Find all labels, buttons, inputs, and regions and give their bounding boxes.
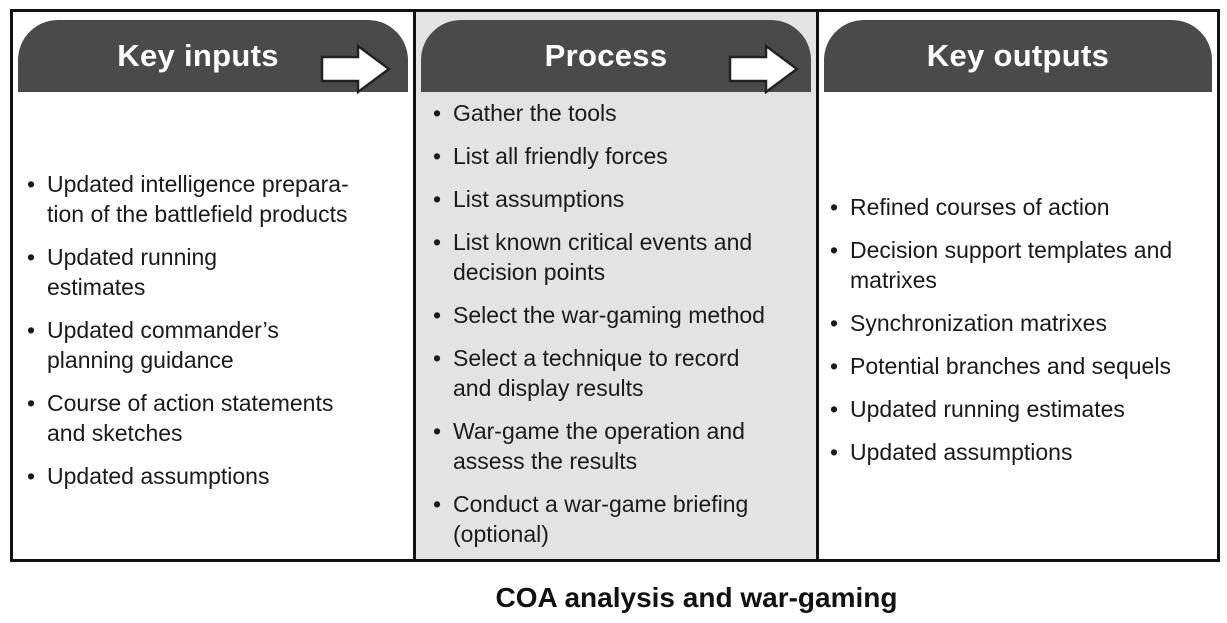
- item-text: Updated assumptions: [850, 439, 1073, 465]
- column-title: Key outputs: [926, 38, 1110, 73]
- list-item: • List all friendly forces: [433, 141, 813, 171]
- column-title: Process: [544, 38, 668, 73]
- item-text: List all friendly forces: [453, 143, 668, 169]
- bullet: •: [830, 237, 839, 263]
- figure-caption: COA analysis and war-gaming: [495, 582, 898, 613]
- bullet: •: [27, 463, 36, 489]
- list-item: • Updated intelligence prepara-tion of th…: [27, 169, 407, 229]
- column-key-inputs: Key inputs • Updated intelligence prepara…: [13, 12, 416, 559]
- bullet: •: [830, 310, 839, 336]
- bullet: •: [433, 186, 442, 212]
- list-item: • Conduct a war-game briefing(optional): [433, 489, 813, 549]
- item-list: • Refined courses of action • Decision sup…: [830, 192, 1220, 480]
- item-text: Gather the tools: [453, 100, 617, 126]
- bullet: •: [27, 244, 36, 270]
- list-item: • Potential branches and sequels: [830, 351, 1220, 381]
- bullet: •: [433, 418, 442, 444]
- bullet: •: [830, 194, 839, 220]
- bullet: •: [830, 396, 839, 422]
- list-item: • Synchronization matrixes: [830, 308, 1220, 338]
- column-process: Process • Gather the tools • List all frie…: [416, 12, 819, 559]
- item-list: • Updated intelligence prepara-tion of th…: [27, 169, 407, 504]
- item-text: Synchronization matrixes: [850, 310, 1107, 336]
- column-header: Process: [421, 20, 811, 94]
- bullet: •: [27, 171, 36, 197]
- item-text: Select the war-gaming method: [453, 302, 765, 328]
- list-item: • Gather the tools: [433, 98, 813, 128]
- item-text: Updated running estimates: [850, 396, 1125, 422]
- list-item: • Updated running estimates: [830, 394, 1220, 424]
- column-title: Key inputs: [117, 38, 279, 73]
- bullet: •: [27, 317, 36, 343]
- column-key-outputs: Key outputs • Refined courses of action •…: [819, 12, 1217, 559]
- list-item: • Select the war-gaming method: [433, 300, 813, 330]
- list-item: • Updated assumptions: [830, 437, 1220, 467]
- item-text: Refined courses of action: [850, 194, 1110, 220]
- item-text: Updated assumptions: [47, 463, 270, 489]
- diagram-frame: Key inputs • Updated intelligence prepara…: [10, 9, 1220, 562]
- list-item: • Updated assumptions: [27, 461, 407, 491]
- bullet: •: [27, 390, 36, 416]
- bullet: •: [830, 353, 839, 379]
- item-text: List assumptions: [453, 186, 625, 212]
- item-text: Conduct a war-game briefing(optional): [453, 491, 749, 547]
- right-arrow-icon: [320, 44, 392, 94]
- right-arrow-icon: [728, 44, 800, 94]
- bullet: •: [433, 143, 442, 169]
- bullet: •: [830, 439, 839, 465]
- bullet: •: [433, 345, 442, 371]
- bullet: •: [433, 302, 442, 328]
- bullet: •: [433, 229, 442, 255]
- bullet: •: [433, 100, 442, 126]
- column-header: Key inputs: [18, 20, 408, 94]
- item-text: Updated intelligence prepara-tion of the…: [47, 171, 349, 227]
- list-item: • List assumptions: [433, 184, 813, 214]
- item-list: • Gather the tools • List all friendly for…: [433, 98, 813, 562]
- bullet: •: [433, 491, 442, 517]
- item-text: Potential branches and sequels: [850, 353, 1171, 379]
- column-header: Key outputs: [824, 20, 1212, 92]
- list-item: • Refined courses of action: [830, 192, 1220, 222]
